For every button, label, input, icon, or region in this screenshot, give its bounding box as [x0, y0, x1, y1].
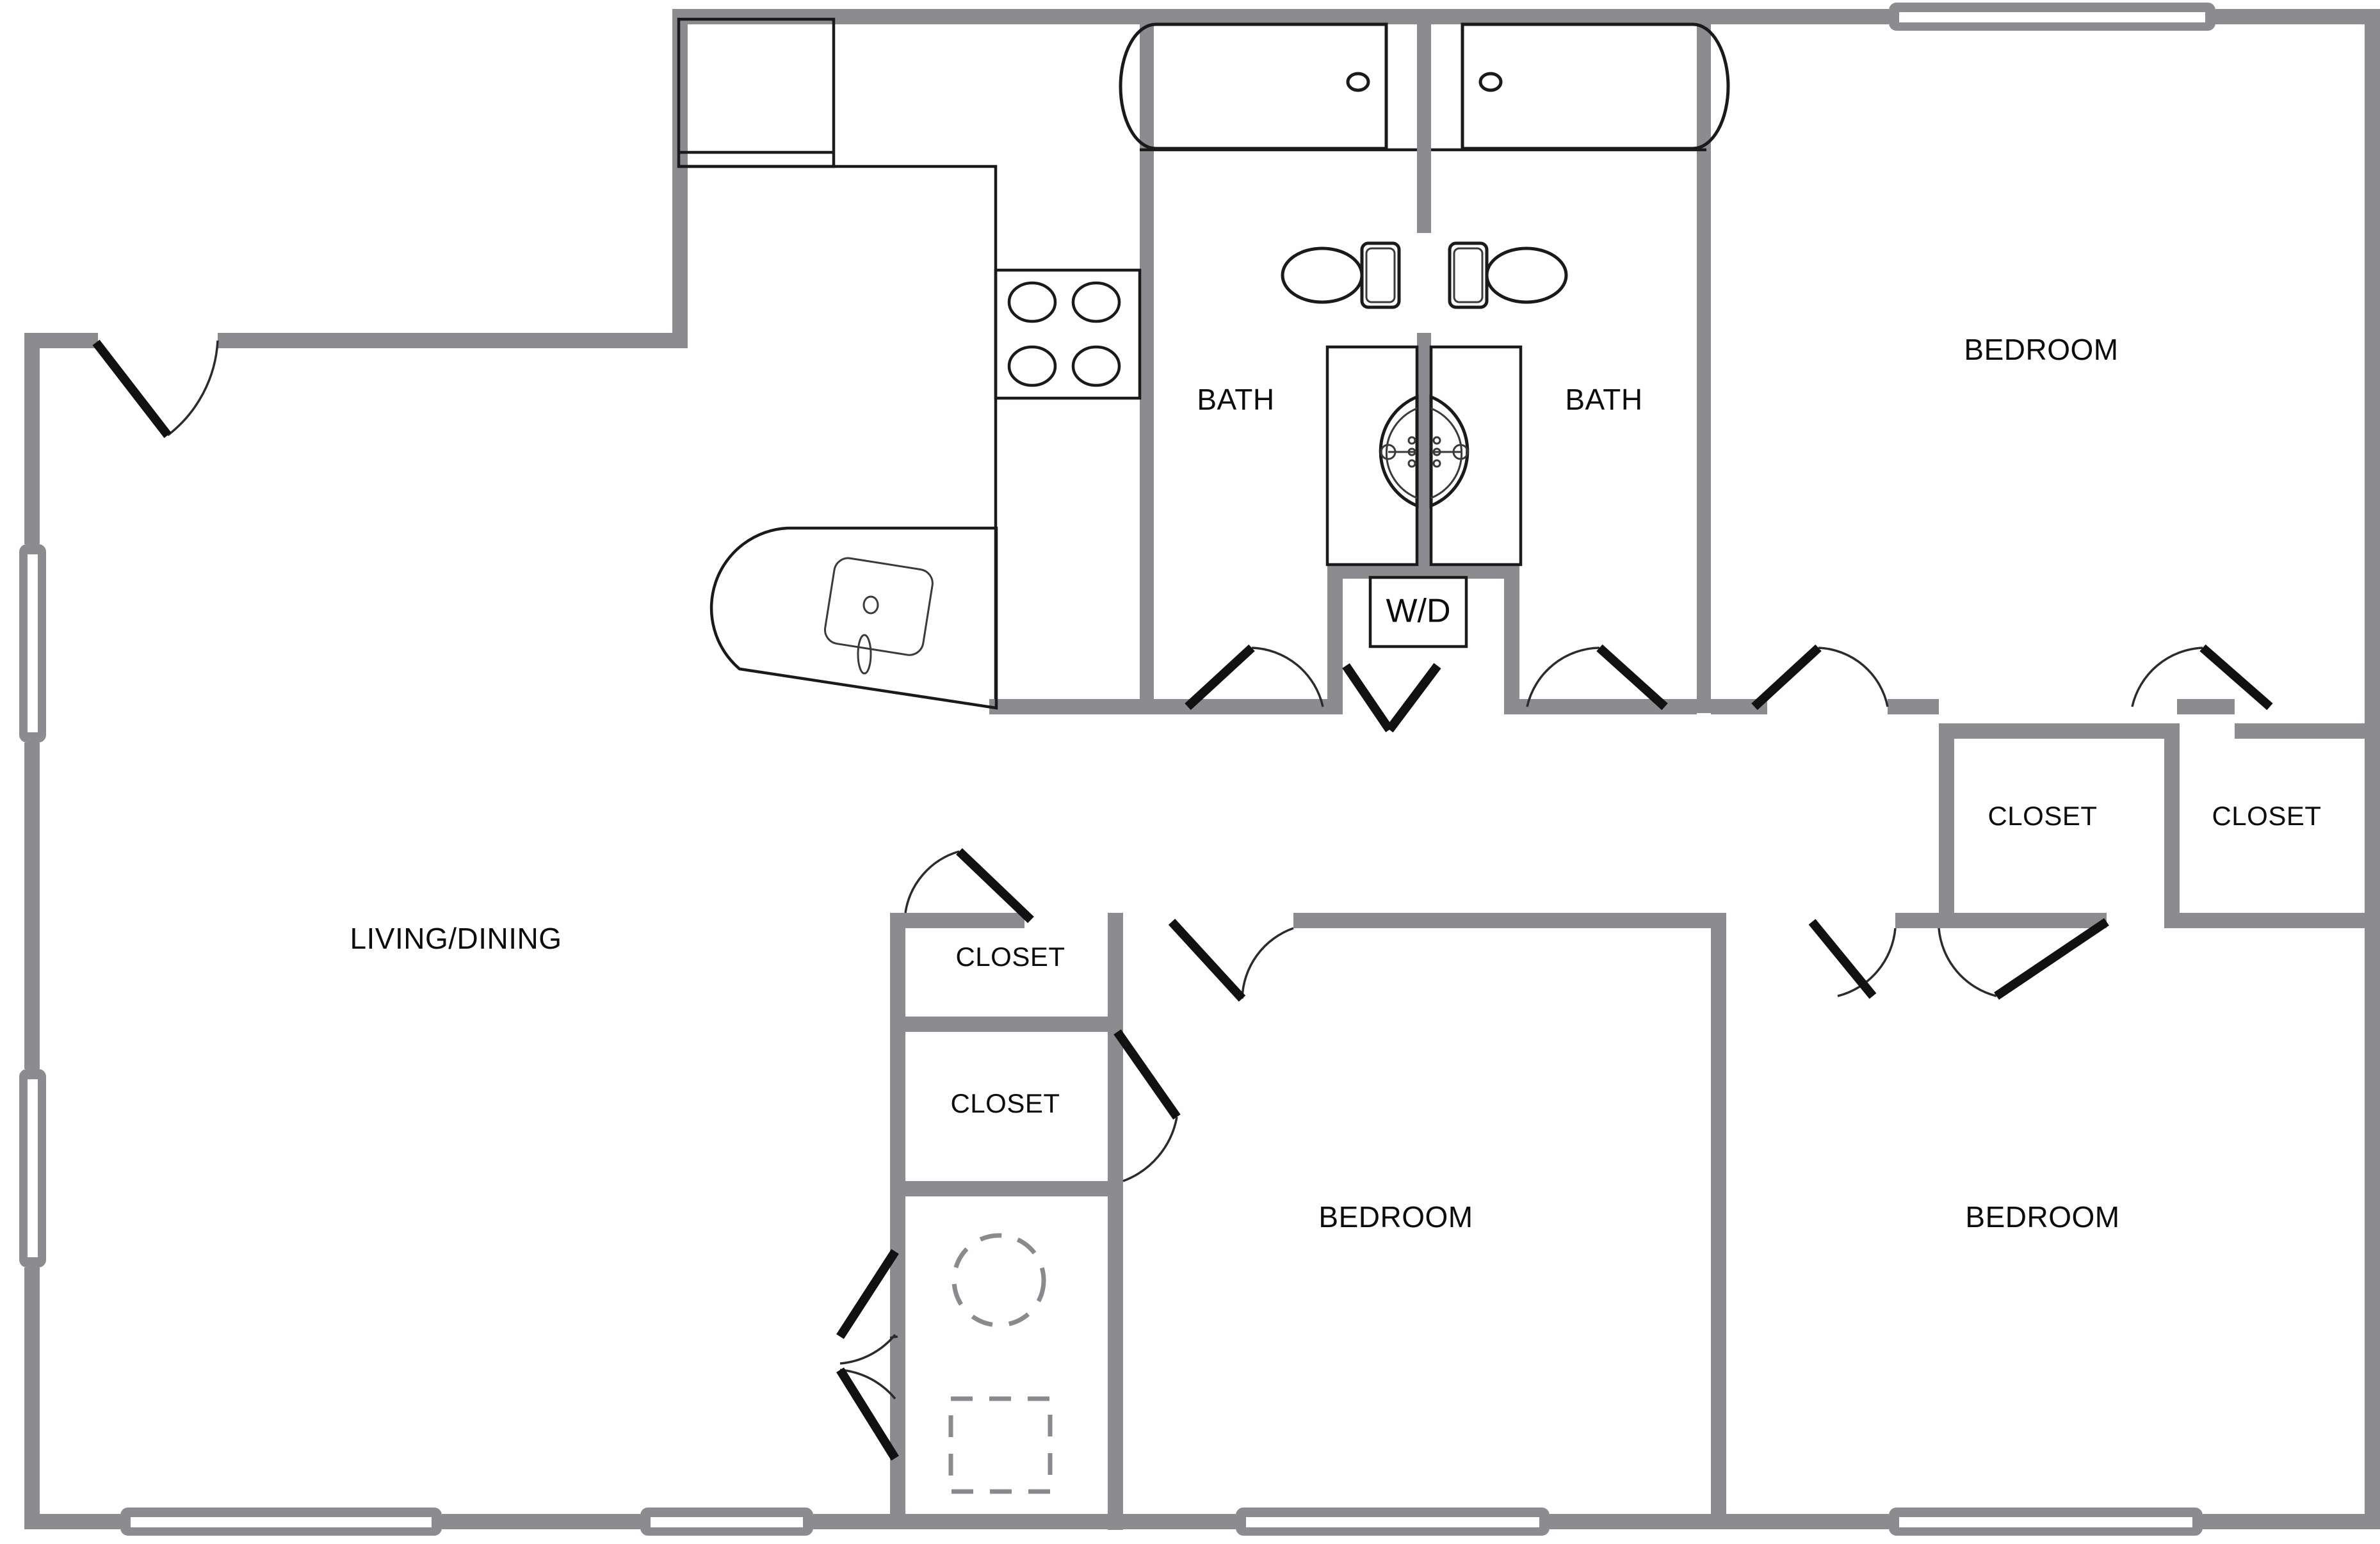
room-label-bedroom-top-right: BEDROOM	[1964, 333, 2118, 366]
refrigerator-icon	[677, 17, 836, 168]
room-label-group: LIVING/DINING BATH BATH BEDROOM BEDROOM …	[350, 333, 2321, 1234]
wall-exterior-bottom-b	[442, 1514, 640, 1529]
bathtub-right-icon	[1461, 22, 1730, 150]
wall-closet-divider-vert	[2164, 723, 2180, 928]
closet-mid-lower-door[interactable]	[1113, 1029, 1181, 1182]
room-label-closet-mid-lower: CLOSET	[950, 1088, 1060, 1118]
kitchen-sink-icon	[823, 557, 934, 675]
wall-exterior-bottom-c	[813, 1514, 1236, 1529]
hvac-unit-icon	[948, 1396, 1053, 1494]
window-left-lower	[19, 1069, 46, 1267]
bath-left-fixtures	[1119, 22, 1419, 567]
closet-far-right-door[interactable]	[2131, 644, 2273, 711]
wall-closet-right-top2	[2235, 723, 2380, 739]
range-cooktop-icon	[994, 268, 1142, 400]
utility-appliances	[948, 1233, 1053, 1494]
wall-entry-top	[24, 333, 98, 348]
washer-dryer-unit: W/D	[1368, 575, 1468, 648]
wall-closet-right-bottom	[1939, 913, 2107, 928]
wall-exterior-bottom-d	[1550, 1514, 1889, 1529]
wall-closet-left-vert	[1939, 723, 1954, 928]
room-label-bedroom-bottom-right: BEDROOM	[1965, 1200, 2119, 1234]
toilet-right-icon	[1448, 241, 1568, 309]
door-group[interactable]	[92, 339, 2273, 1461]
bath-right-door[interactable]	[1526, 644, 1668, 711]
wall-closet-right-bottom2	[2164, 913, 2380, 928]
vanity-right-icon	[1429, 345, 1523, 567]
wd-label: W/D	[1386, 593, 1450, 630]
bedroom-top-right-door[interactable]	[1751, 644, 1889, 711]
kitchen-peninsula	[709, 526, 998, 710]
bathtub-left-icon	[1119, 22, 1388, 150]
wall-closet-mid-right-a	[1108, 913, 1123, 1031]
wall-wd-right	[1504, 563, 1519, 714]
wall-closet-right-top	[1939, 723, 2177, 739]
wall-hall-right-b	[1888, 699, 1939, 714]
wall-exterior-left-b	[24, 743, 40, 1069]
room-label-bedroom-bottom-mid: BEDROOM	[1318, 1200, 1473, 1234]
wall-exterior-bottom-a	[24, 1514, 120, 1529]
wall-exterior-top-baths	[1140, 9, 1850, 24]
bedroom-bottom-right-door[interactable]	[1808, 919, 1897, 999]
closet-mid-upper-door[interactable]	[904, 848, 1034, 924]
wall-group	[24, 9, 2380, 1530]
room-label-closet-mid-upper: CLOSET	[955, 942, 1065, 972]
wall-exterior-left-c	[24, 1267, 40, 1520]
wall-exterior-top-bedroom-a	[1850, 9, 1889, 24]
room-label-living-dining: LIVING/DINING	[350, 922, 562, 955]
wall-bath-divider-lower	[1417, 333, 1431, 576]
window-bottom-3	[1236, 1508, 1550, 1536]
entry-door[interactable]	[92, 339, 219, 438]
wall-closet-mid-left	[890, 913, 905, 1529]
wall-exterior-top-bedroom-b	[2215, 9, 2380, 24]
bedroom-bottom-mid-door[interactable]	[1168, 919, 1294, 1002]
window-top-right	[1889, 3, 2215, 31]
wall-closet-mid-sep1	[905, 1017, 1123, 1032]
wall-kitchen-bottom	[989, 699, 1154, 714]
wall-hall-bottom-b	[1895, 913, 1939, 928]
wall-exterior-top-kitchen	[672, 9, 1140, 24]
wall-closet-mid-right-c	[1108, 1181, 1123, 1530]
wall-exterior-right	[2365, 9, 2380, 1529]
wall-exterior-left-a	[24, 333, 40, 544]
bath-left-door[interactable]	[1185, 644, 1324, 711]
wall-kitchen-bath-divider	[1140, 9, 1154, 713]
wall-living-top	[218, 333, 672, 348]
wall-hall-right-c	[2177, 699, 2235, 714]
wall-closet-mid-sep2	[905, 1181, 1123, 1196]
window-bottom-1	[120, 1508, 442, 1536]
vanity-left-icon	[1325, 345, 1419, 567]
kitchen-counter-upper	[834, 165, 998, 699]
window-group	[19, 3, 2215, 1536]
water-heater-icon	[951, 1233, 1046, 1328]
wall-hall-bottom-a	[1293, 913, 1719, 928]
utility-closet-doors[interactable]	[836, 1249, 899, 1461]
wall-bedroom-bottom-divider	[1711, 913, 1726, 1529]
wall-bath-divider	[1417, 9, 1431, 233]
window-left-upper	[19, 544, 46, 743]
wd-closet-door[interactable]	[1342, 663, 1441, 733]
closet-upper-right-door[interactable]	[1938, 918, 2109, 1000]
room-label-bath-left: BATH	[1197, 383, 1274, 416]
room-label-bath-right: BATH	[1565, 383, 1642, 416]
wall-exterior-bottom-e	[2203, 1514, 2380, 1529]
bath-right-fixtures	[1429, 22, 1730, 567]
room-label-closet-far-right: CLOSET	[2212, 801, 2321, 831]
wall-closet-mid-top	[890, 913, 1024, 928]
wall-bath-bedroom-divider	[1697, 9, 1711, 713]
room-label-closet-upper-right: CLOSET	[1987, 801, 2097, 831]
toilet-left-icon	[1281, 241, 1401, 309]
window-bottom-2	[640, 1508, 813, 1536]
window-bottom-4	[1889, 1508, 2203, 1536]
kitchen-fixtures	[677, 17, 1142, 710]
wall-bath-left-bottom	[1154, 699, 1327, 714]
wall-wd-left	[1327, 563, 1343, 714]
wall-bath-right-bottom	[1519, 699, 1697, 714]
